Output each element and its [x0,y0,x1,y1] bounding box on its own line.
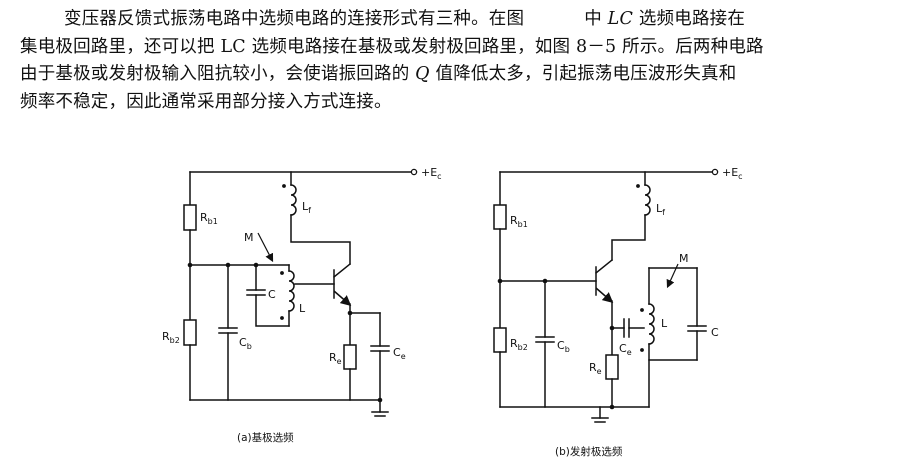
caption-a: (a)基极选频 [237,431,294,444]
line3-q: Q [415,64,430,84]
transistor-a [332,262,352,314]
label-lf-a: Lf [302,200,311,215]
caption-b: (b)发射极选频 [555,445,623,458]
resistor-rb2-b [493,327,507,353]
label-ce-b: Ce [619,342,632,357]
label-l-b: L [661,317,668,330]
label-ce-a: Ce [393,346,406,361]
label-lf-b: Lf [656,202,665,217]
line1-part-b: 中 [584,9,602,29]
inductor-lf-a [290,184,297,216]
label-m-a: M [244,231,254,244]
label-cb-b: Cb [557,339,570,354]
inductor-l-b [648,303,655,345]
label-cb-a: Cb [239,336,252,351]
resistor-re-b [605,354,619,380]
supply-terminal-b [711,168,719,176]
mutual-coupling-arrow-b [666,263,679,289]
resistor-rb1-a [183,204,197,231]
label-l-a: L [299,302,306,315]
label-rb1-a: Rb1 [200,211,218,226]
paragraph-line-4: 频率不稳定，因此通常采用部分接入方式连接。 [20,91,392,112]
transistor-b [594,258,614,329]
inductor-lf-b [644,184,651,216]
inductor-l-a [288,270,295,312]
resistor-rb1-b [493,204,507,230]
paragraph-line-2: 集电极回路里，还可以把 LC 选频电路接在基极或发射极回路里，如图 8－5 所示… [20,36,764,57]
label-rb2-b: Rb2 [510,337,528,352]
label-m-b: M [679,252,689,265]
line1-part-a: 变压器反馈式振荡电路中选频电路的连接形式有三种。在图 [64,9,525,29]
paragraph-line-3: 由于基极或发射极输入阻抗较小，会使谐振回路的 Q 值降低太多，引起振荡电压波形失… [20,61,900,89]
intro-paragraph: 变压器反馈式振荡电路中选频电路的连接形式有三种。在图 中 LC 选频电路接在 集电… [20,6,900,116]
label-c-a: C [268,288,276,301]
line3-part-c: 值降低太多，引起振荡电压波形失真和 [435,64,737,84]
label-re-a: Re [329,351,342,366]
line1-part-d: 选频电路接在 [638,9,746,29]
line3-part-a: 由于基极或发射极输入阻抗较小，会使谐振回路的 [20,64,410,84]
supply-label-a: +Ec [421,166,442,181]
mutual-coupling-arrow-a [257,232,274,263]
resistor-rb2-a [183,319,197,346]
circuit-b: +Ec Rb1 Rb2 Cb Lf [493,166,743,458]
label-re-b: Re [589,361,602,376]
paragraph-line-1: 变压器反馈式振荡电路中选频电路的连接形式有三种。在图 中 LC 选频电路接在 [20,6,900,34]
label-c-b: C [711,326,719,339]
line1-lc: LC [607,9,634,29]
supply-label-b: +Ec [722,166,743,181]
label-rb2-a: Rb2 [162,330,180,345]
label-rb1-b: Rb1 [510,214,528,229]
circuit-a: +Ec Rb1 Rb2 Cb C L [162,166,442,444]
resistor-re-a [343,344,357,370]
supply-terminal-a [410,168,418,176]
